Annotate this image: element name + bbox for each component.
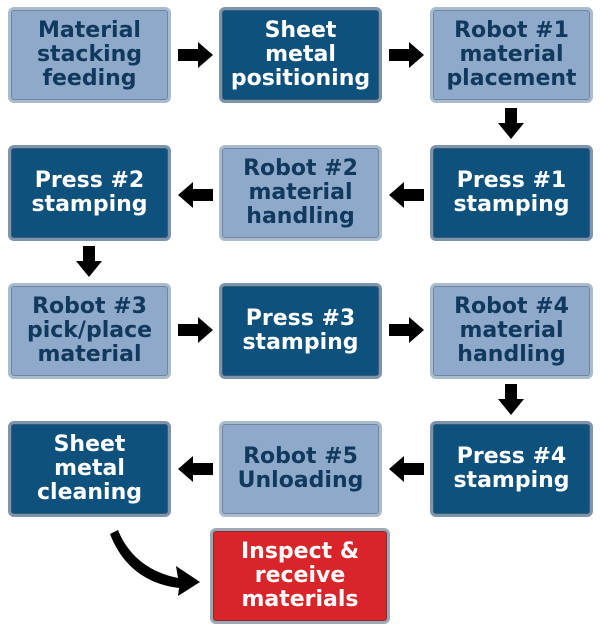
- step-sheet-metal-cleaning: Sheet metal cleaning: [8, 421, 171, 517]
- arrow-right-2: [389, 42, 424, 68]
- step-robot-2-material-handling: Robot #2 material handling: [219, 145, 382, 241]
- step-press-3-stamping: Press #3 stamping: [219, 283, 382, 379]
- arrow-left-2: [178, 182, 213, 208]
- step-robot-5-unloading: Robot #5 Unloading: [219, 421, 382, 517]
- step-robot-1-material-placement: Robot #1 material placement: [430, 7, 593, 103]
- step-sheet-metal-positioning: Sheet metal positioning: [219, 7, 382, 103]
- arrow-down-3: [498, 384, 524, 415]
- arrow-left-4: [178, 456, 213, 482]
- arrow-curved: [110, 530, 200, 596]
- step-robot-3-pick-place-material: Robot #3 pick/place material: [8, 283, 171, 379]
- arrow-left-3: [389, 456, 424, 482]
- arrow-down-1: [498, 108, 524, 139]
- step-press-4-stamping: Press #4 stamping: [430, 421, 593, 517]
- arrow-left-1: [389, 182, 424, 208]
- arrow-right-3: [178, 317, 213, 343]
- step-robot-4-material-handling: Robot #4 material handling: [430, 283, 593, 379]
- arrow-right-1: [178, 42, 213, 68]
- step-inspect-receive-materials: Inspect & receive materials: [210, 528, 390, 624]
- arrow-right-4: [389, 317, 424, 343]
- step-press-2-stamping: Press #2 stamping: [8, 145, 171, 241]
- step-material-stacking-feeding: Material stacking feeding: [8, 7, 171, 103]
- arrow-down-2: [76, 246, 102, 277]
- step-press-1-stamping: Press #1 stamping: [430, 145, 593, 241]
